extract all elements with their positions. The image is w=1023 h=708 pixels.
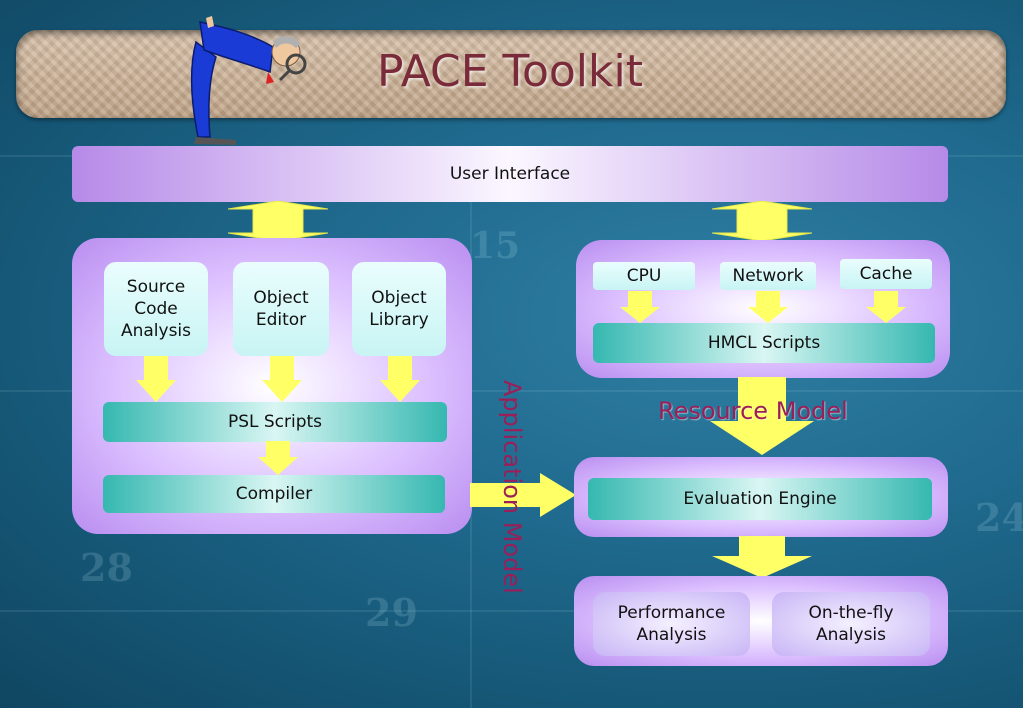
background-line [0, 610, 1023, 612]
psl-scripts-bar: PSL Scripts [103, 402, 447, 442]
bidirectional-arrow-icon [228, 201, 328, 241]
hmcl-scripts-bar: HMCL Scripts [593, 323, 935, 363]
resource-model-label: Resource Model [658, 397, 848, 425]
bidirectional-arrow-icon [712, 201, 812, 241]
compiler-label: Compiler [235, 484, 313, 504]
cpu-box: CPU [593, 262, 695, 290]
psl-scripts-label: PSL Scripts [227, 412, 323, 432]
down-arrow-icon [258, 441, 298, 475]
down-arrow-icon [712, 536, 812, 578]
background-number: 29 [365, 590, 418, 635]
detective-figure-icon [190, 16, 307, 145]
down-arrow-icon [620, 291, 660, 323]
evaluation-engine-bar: Evaluation Engine [588, 478, 932, 520]
object-library-box: Object Library [352, 262, 446, 356]
down-arrow-icon [748, 291, 788, 323]
cache-box: Cache [840, 259, 932, 289]
network-box: Network [720, 262, 816, 290]
hmcl-scripts-label: HMCL Scripts [707, 333, 821, 353]
object-editor-box: Object Editor [233, 262, 329, 356]
user-interface-bar: User Interface [72, 146, 948, 202]
down-arrow-icon [262, 356, 302, 402]
down-arrow-icon [866, 291, 906, 323]
right-arrow-icon [470, 473, 576, 517]
background-number: 15 [470, 225, 521, 267]
title-banner [16, 30, 1006, 118]
down-arrow-icon [380, 356, 420, 402]
evaluation-engine-label: Evaluation Engine [683, 489, 837, 509]
performance-analysis-box: Performance Analysis [593, 592, 750, 656]
compiler-bar: Compiler [103, 475, 445, 513]
background-number: 24 [975, 495, 1023, 540]
background-number: 28 [80, 545, 133, 590]
user-interface-label: User Interface [449, 164, 571, 184]
down-arrow-icon [136, 356, 176, 402]
source-code-analysis-box: Source Code Analysis [104, 262, 208, 356]
application-model-label: Application Model [498, 380, 526, 594]
down-arrow-icon [710, 377, 814, 455]
page-title: PACE Toolkit [377, 46, 643, 97]
background-line [0, 390, 1023, 392]
on-the-fly-analysis-box: On-the-fly Analysis [772, 592, 930, 656]
